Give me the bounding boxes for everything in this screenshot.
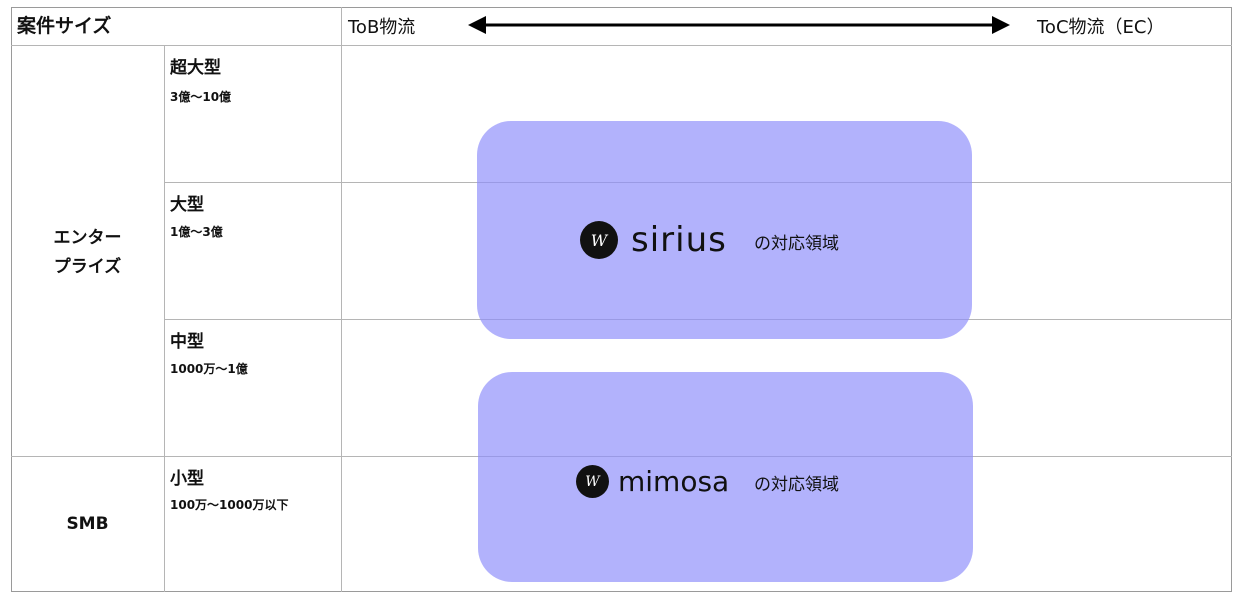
double-arrow [468, 16, 1010, 34]
size-super-large-range: 3億〜10億 [170, 90, 232, 104]
size-medium: 中型 [170, 332, 204, 352]
sirius-coverage-region [477, 121, 972, 339]
mimosa-coverage-label: の対応領域 [754, 475, 839, 495]
mimosa-logo-letter: W [585, 473, 600, 490]
segment-smb-line-1: SMB [66, 514, 109, 534]
mimosa-logo-icon: W [576, 465, 609, 498]
size-small: 小型 [170, 469, 204, 489]
size-large-range: 1億〜3億 [170, 225, 223, 239]
size-small-range: 100万〜1000万以下 [170, 498, 289, 512]
segment-enterprise: エンター プライズ [11, 224, 164, 282]
matrix-frame [11, 7, 1232, 592]
sirius-logo-icon: W [580, 221, 618, 259]
size-super-large: 超大型 [170, 58, 221, 78]
segment-enterprise-line-1: エンター [53, 228, 122, 248]
segment-enterprise-line-2: プライズ [53, 257, 122, 277]
header-title: 案件サイズ [17, 15, 112, 37]
axis-label-toc: ToC物流（EC） [1037, 17, 1165, 38]
axis-label-tob: ToB物流 [348, 17, 416, 38]
size-medium-range: 1000万〜1億 [170, 362, 248, 376]
mimosa-brand: W mimosa [576, 465, 729, 498]
segment-smb: SMB [11, 510, 164, 539]
mimosa-brand-name: mimosa [618, 465, 730, 498]
size-large: 大型 [170, 195, 204, 215]
segment-column-divider [164, 45, 165, 592]
sirius-brand: W sirius [580, 220, 727, 260]
sirius-coverage-label: の対応領域 [754, 234, 839, 254]
sirius-logo-letter: W [590, 230, 608, 250]
header-divider [11, 45, 1232, 46]
sirius-brand-name: sirius [631, 220, 727, 260]
label-column-divider [341, 7, 342, 592]
mimosa-coverage-region [478, 372, 973, 582]
